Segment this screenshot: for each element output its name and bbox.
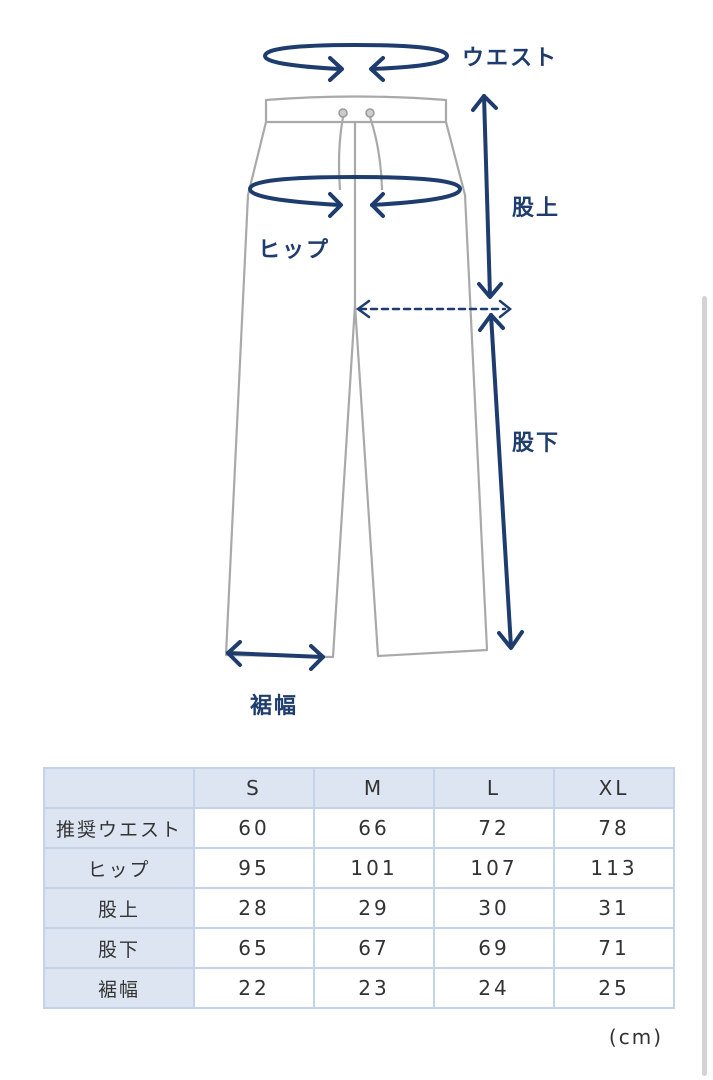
inseam-measure-arrow bbox=[478, 313, 524, 650]
header-corner bbox=[43, 767, 195, 809]
table-row: 股上 28 29 30 31 bbox=[43, 887, 675, 929]
inseam-label: 股下 bbox=[512, 431, 561, 456]
table-cell: 69 bbox=[433, 927, 555, 969]
right-leg-outline bbox=[353, 121, 489, 658]
header-size-l: L bbox=[433, 767, 555, 809]
table-cell: 72 bbox=[433, 807, 555, 849]
table-cell: 29 bbox=[313, 887, 435, 929]
unit-label: (cm) bbox=[608, 1025, 663, 1049]
vertical-scrollbar[interactable] bbox=[702, 296, 707, 1076]
table-header-row: S M L XL bbox=[43, 767, 675, 809]
row-label: 推奨ウエスト bbox=[43, 807, 195, 849]
table-cell: 60 bbox=[193, 807, 315, 849]
rise-measure-arrow bbox=[471, 94, 503, 299]
table-cell: 30 bbox=[433, 887, 555, 929]
row-label: 股上 bbox=[43, 887, 195, 929]
table-cell: 67 bbox=[313, 927, 435, 969]
rise-label: 股上 bbox=[512, 196, 561, 221]
table-cell: 23 bbox=[313, 967, 435, 1009]
table-cell: 101 bbox=[313, 847, 435, 889]
hip-measure-arrow bbox=[248, 175, 462, 218]
header-size-xl: XL bbox=[553, 767, 675, 809]
table-cell: 71 bbox=[553, 927, 675, 969]
left-leg-outline bbox=[224, 121, 357, 659]
table-cell: 28 bbox=[193, 887, 315, 929]
waist-label: ウエスト bbox=[462, 46, 559, 71]
waistband bbox=[264, 95, 448, 124]
table-row: 推奨ウエスト 60 66 72 78 bbox=[43, 807, 675, 849]
table-row: 股下 65 67 69 71 bbox=[43, 927, 675, 969]
row-label: 股下 bbox=[43, 927, 195, 969]
waist-measure-arrow bbox=[263, 43, 449, 82]
table-cell: 25 bbox=[553, 967, 675, 1009]
table-row: 裾幅 22 23 24 25 bbox=[43, 967, 675, 1009]
size-chart-table: S M L XL 推奨ウエスト 60 66 72 78 ヒップ 95 101 1… bbox=[43, 767, 675, 1009]
table-cell: 24 bbox=[433, 967, 555, 1009]
table-cell: 78 bbox=[553, 807, 675, 849]
header-size-s: S bbox=[193, 767, 315, 809]
table-cell: 31 bbox=[553, 887, 675, 929]
hem-width-label: 裾幅 bbox=[250, 694, 299, 719]
table-cell: 107 bbox=[433, 847, 555, 889]
table-cell: 95 bbox=[193, 847, 315, 889]
table-cell: 22 bbox=[193, 967, 315, 1009]
crotch-dashed-line bbox=[355, 299, 513, 319]
table-cell: 113 bbox=[553, 847, 675, 889]
header-size-m: M bbox=[313, 767, 435, 809]
hip-label: ヒップ bbox=[258, 238, 331, 263]
row-label: ヒップ bbox=[43, 847, 195, 889]
pants-illustration bbox=[224, 43, 524, 671]
hem-width-measure-arrow bbox=[226, 640, 325, 671]
pants-size-diagram: ウエスト 股上 ヒップ 股下 裾幅 bbox=[224, 43, 561, 719]
table-cell: 65 bbox=[193, 927, 315, 969]
table-row: ヒップ 95 101 107 113 bbox=[43, 847, 675, 889]
row-label: 裾幅 bbox=[43, 967, 195, 1009]
table-cell: 66 bbox=[313, 807, 435, 849]
